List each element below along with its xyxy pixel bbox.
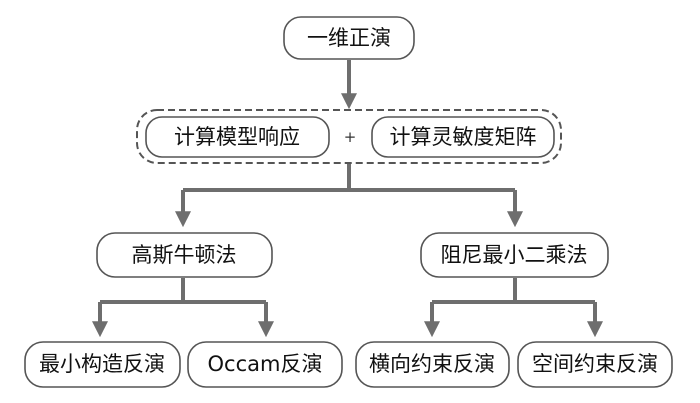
node-occam-label: Occam反演: [208, 352, 323, 376]
node-sensitivity-label: 计算灵敏度矩阵: [390, 125, 537, 149]
connector-group-split: [183, 163, 515, 192]
node-forward: 一维正演: [283, 16, 415, 60]
computation-group: 计算模型响应 + 计算灵敏度矩阵: [136, 109, 562, 164]
node-lateral-label: 横向约束反演: [369, 352, 495, 376]
node-damped-lsq: 阻尼最小二乘法: [420, 232, 609, 278]
node-gauss-newton-label: 高斯牛顿法: [132, 243, 237, 267]
node-forward-label: 一维正演: [307, 26, 391, 50]
node-sensitivity: 计算灵敏度矩阵: [371, 116, 555, 158]
node-lateral: 横向约束反演: [355, 341, 510, 388]
plus-operator: +: [344, 128, 357, 146]
node-occam: Occam反演: [187, 341, 343, 388]
node-model-response: 计算模型响应: [145, 116, 330, 158]
node-min-structure: 最小构造反演: [24, 341, 181, 388]
node-min-structure-label: 最小构造反演: [39, 352, 165, 376]
node-spatial-label: 空间约束反演: [532, 352, 658, 376]
node-spatial: 空间约束反演: [517, 341, 673, 388]
computation-group-border: [136, 109, 562, 164]
node-damped-lsq-label: 阻尼最小二乘法: [441, 243, 588, 267]
connectors: [92, 60, 603, 338]
connector-gauss-split: [100, 278, 266, 304]
node-model-response-label: 计算模型响应: [174, 125, 300, 149]
connector-damped-split: [432, 278, 595, 304]
node-gauss-newton: 高斯牛顿法: [96, 232, 273, 278]
